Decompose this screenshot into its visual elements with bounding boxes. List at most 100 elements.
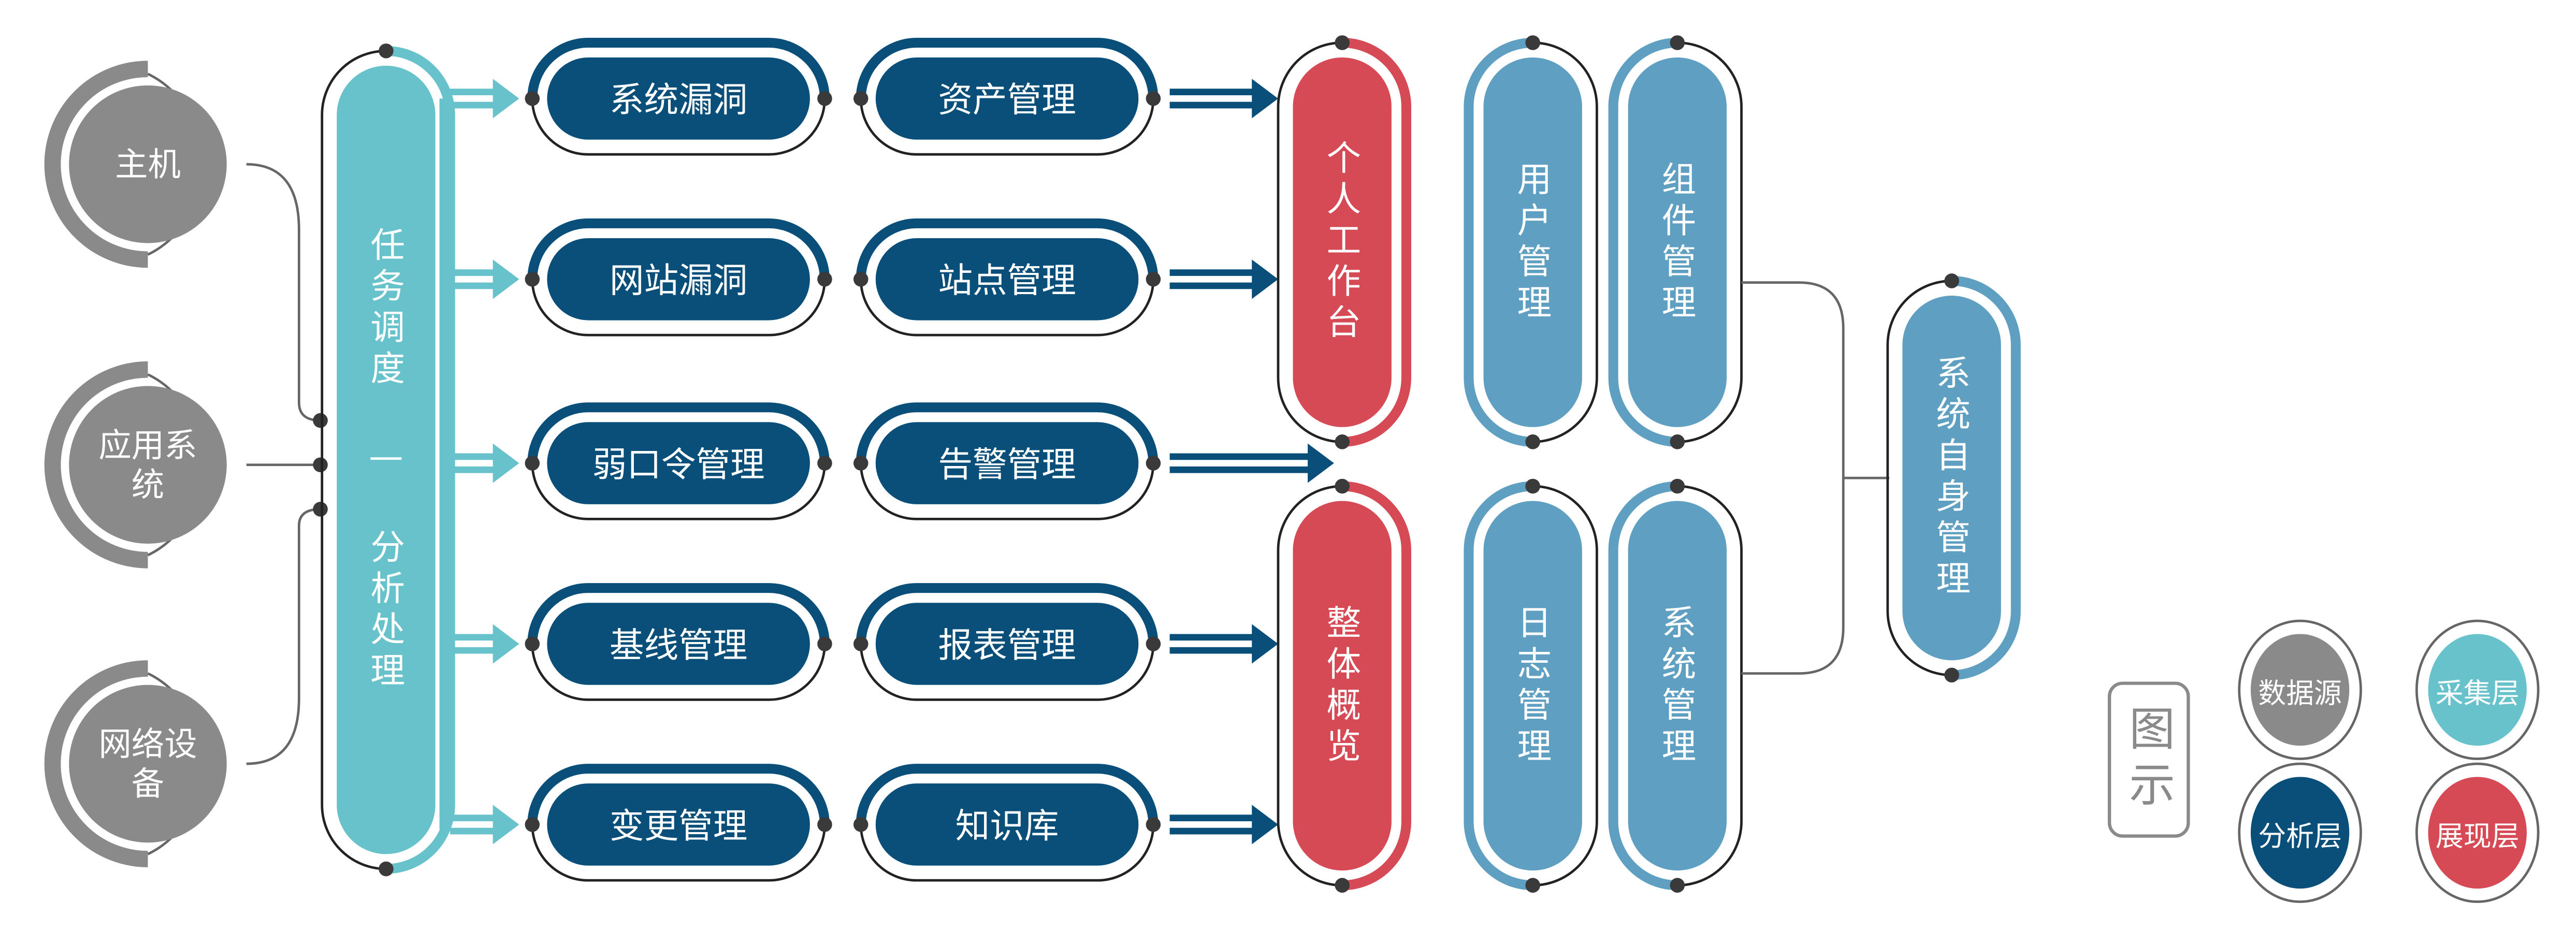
collector-arrow-head	[493, 79, 519, 119]
connector-dot	[1525, 434, 1540, 449]
collector-arrow-head	[493, 624, 519, 664]
pill-ring-outline	[321, 49, 386, 870]
source-ring-accent	[44, 61, 148, 268]
connector-line	[246, 508, 321, 765]
analysis-item: 弱口令管理	[592, 445, 765, 485]
pill-ring-top	[856, 764, 1159, 825]
connector-dot	[1525, 878, 1540, 893]
analysis-item-shape	[875, 57, 1139, 140]
pill-ring-bottom	[531, 279, 826, 337]
system-management-shape	[1628, 501, 1727, 871]
pill-ring-outline	[1532, 41, 1598, 443]
log-management: 日志管理	[1513, 603, 1553, 768]
pill-ring-bottom	[531, 824, 826, 882]
pill-ring-top	[527, 37, 830, 99]
connector-dot	[853, 817, 869, 832]
analysis-item-shape	[875, 422, 1139, 504]
user-management: 用户管理	[1513, 160, 1553, 325]
pill-ring-outline	[1677, 485, 1743, 887]
connector-dot	[525, 91, 540, 106]
user-management-shape	[1483, 57, 1582, 427]
connector-dot	[817, 91, 832, 106]
source-circle	[69, 386, 227, 544]
connector-dot	[313, 457, 328, 473]
legend-swatch	[2428, 777, 2527, 889]
pill-ring-outline	[1677, 41, 1743, 443]
connector-dot	[1670, 434, 1685, 449]
system-self-management: 系统自身管理	[1932, 355, 1972, 602]
pill-ring-bottom	[859, 824, 1155, 882]
pill-ring-outline	[1532, 485, 1598, 887]
connector-dot	[313, 413, 328, 428]
analysis-item-shape	[547, 783, 810, 866]
analysis-arrow-head	[1252, 259, 1278, 299]
analysis-item-shape	[547, 422, 810, 504]
pill-ring-bottom	[531, 463, 826, 520]
connector-dot	[853, 91, 869, 106]
collector-arrow-head	[493, 805, 519, 844]
connector-dot	[1525, 478, 1540, 494]
component-management-shape	[1628, 57, 1727, 427]
analysis-item-shape	[875, 238, 1139, 321]
connector-dot	[1146, 456, 1161, 471]
connector-dot	[1146, 91, 1161, 106]
data-source-2: 网络设备	[98, 724, 197, 804]
legend-swatch	[2250, 777, 2350, 889]
pill-ring-accent	[1608, 481, 1677, 891]
source-ring-accent	[44, 361, 148, 569]
legend-swatch	[2428, 634, 2527, 746]
connector-dot	[1944, 273, 1959, 288]
connector-dot	[1146, 636, 1161, 651]
connector-dot	[853, 456, 869, 471]
pill-ring-bottom	[859, 279, 1155, 337]
analysis-item: 站点管理	[938, 261, 1076, 301]
analysis-item: 告警管理	[938, 445, 1076, 485]
pill-ring-top	[856, 218, 1159, 280]
task-scheduling-analysis: 任务调度 — 分析处理	[366, 226, 406, 693]
connector-dot	[1146, 817, 1161, 832]
pill-ring-accent	[1342, 481, 1411, 891]
component-management: 组件管理	[1657, 160, 1697, 325]
connector-dot	[1944, 667, 1959, 683]
pill-ring-top	[856, 402, 1159, 463]
analysis-arrow-head	[1308, 443, 1334, 483]
log-management-shape	[1483, 501, 1582, 871]
connector-dot	[1146, 271, 1161, 287]
legend-item-3: 展现层	[2435, 820, 2520, 853]
pill-ring-outline	[1277, 41, 1342, 443]
data-source-1: 应用系统	[98, 425, 197, 504]
connector-dot	[1335, 35, 1350, 50]
task-scheduling-analysis-shape	[337, 65, 436, 854]
pill-ring-accent	[1608, 37, 1677, 447]
personal-workbench: 个人工作台	[1322, 139, 1362, 345]
connector-dot	[525, 456, 540, 471]
connector-dot	[313, 502, 328, 517]
pill-ring-accent	[1951, 275, 2021, 680]
pill-ring-top	[527, 583, 830, 644]
connector-dot	[1670, 478, 1685, 494]
pill-ring-accent	[1464, 481, 1533, 891]
connector-dot	[1670, 35, 1685, 50]
pill-ring-bottom	[859, 644, 1155, 701]
overall-overview-shape	[1293, 501, 1392, 871]
connector-dot	[1335, 434, 1350, 449]
analysis-item-shape	[875, 783, 1139, 866]
system-management: 系统管理	[1657, 603, 1697, 768]
connector-dot	[817, 636, 832, 651]
personal-workbench-shape	[1293, 57, 1392, 427]
analysis-item-shape	[547, 57, 810, 140]
connector-dot	[817, 817, 832, 832]
pill-ring-top	[856, 37, 1159, 99]
connector-dot	[817, 271, 832, 287]
analysis-item: 变更管理	[609, 806, 748, 846]
connector-dot	[1335, 878, 1350, 893]
data-source-0: 主机	[115, 144, 181, 184]
connector-line	[246, 163, 321, 422]
legend-title: 图示	[2107, 681, 2190, 838]
pill-ring-bottom	[859, 463, 1155, 520]
connector-dot	[525, 636, 540, 651]
analysis-arrow-head	[1252, 624, 1278, 664]
analysis-arrow-head	[1252, 805, 1278, 844]
connector-dot	[379, 861, 394, 877]
